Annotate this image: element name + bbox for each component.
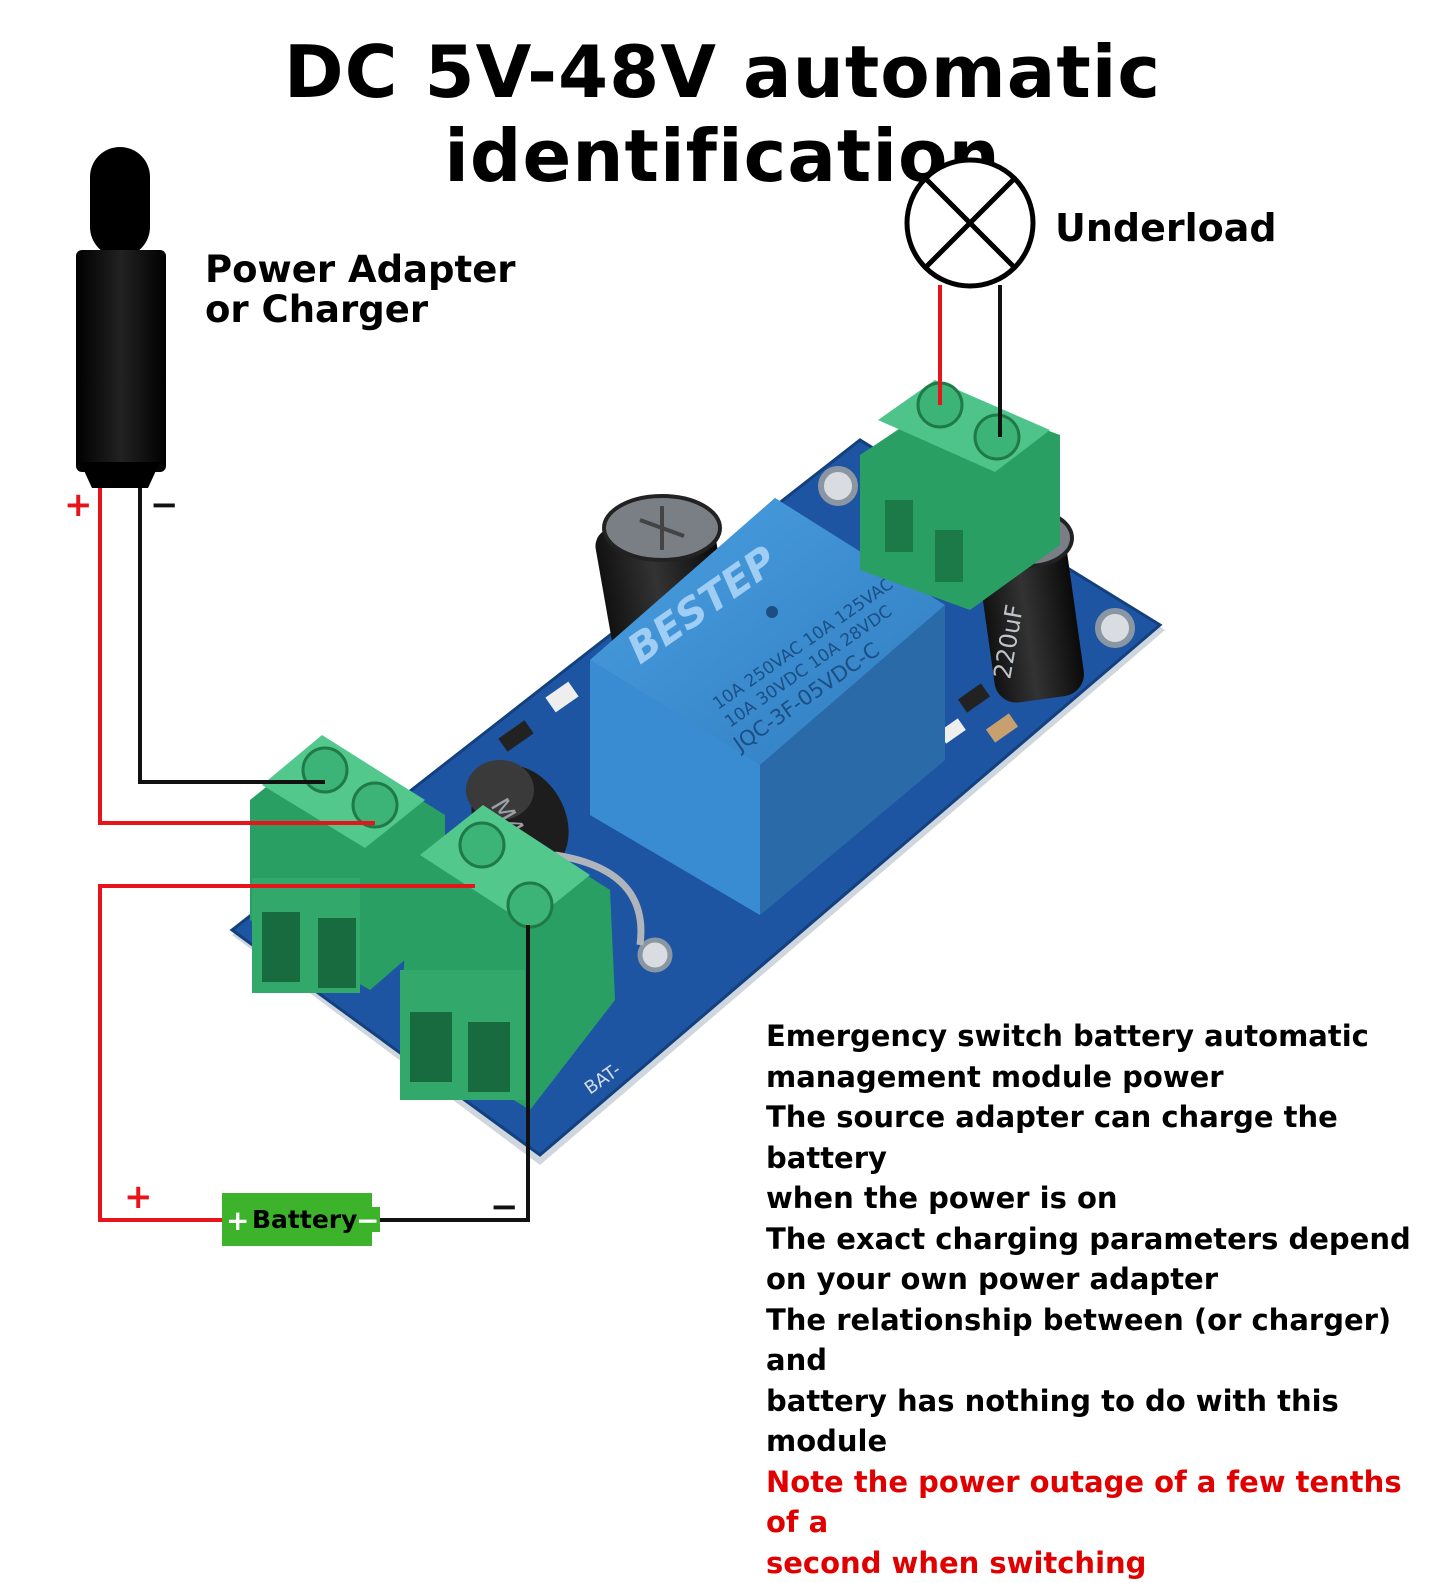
description-line: The relationship between (or charger) an…: [766, 1300, 1436, 1381]
adapter-minus-sign: −: [150, 488, 179, 522]
lamp-load-icon: [907, 160, 1033, 286]
note-line: Note the power outage of a few tenths of…: [766, 1462, 1436, 1543]
description-line: when the power is on: [766, 1178, 1436, 1219]
adapter-label-line2: or Charger: [205, 290, 516, 330]
battery-wire-minus-sign: −: [490, 1190, 519, 1224]
note-line: second when switching: [766, 1543, 1436, 1583]
description-line: management module power: [766, 1057, 1436, 1098]
adapter-plus-sign: +: [64, 488, 93, 522]
description-block: Emergency switch battery automatic manag…: [766, 1016, 1436, 1583]
description-line: on your own power adapter: [766, 1259, 1436, 1300]
description-line: The source adapter can charge the batter…: [766, 1097, 1436, 1178]
battery-label: Battery: [252, 1205, 357, 1234]
description-line: The exact charging parameters depend: [766, 1219, 1436, 1260]
power-adapter-label: Power Adapter or Charger: [205, 250, 516, 330]
battery-wire-plus-sign: +: [124, 1180, 153, 1214]
description-line: battery has nothing to do with this modu…: [766, 1381, 1436, 1462]
battery-plus-sign: +: [226, 1204, 249, 1237]
underload-label: Underload: [1055, 206, 1277, 250]
battery-minus-sign: −: [356, 1204, 379, 1237]
description-line: Emergency switch battery automatic: [766, 1016, 1436, 1057]
dc-plug-icon: [76, 147, 166, 488]
adapter-label-line1: Power Adapter: [205, 250, 516, 290]
